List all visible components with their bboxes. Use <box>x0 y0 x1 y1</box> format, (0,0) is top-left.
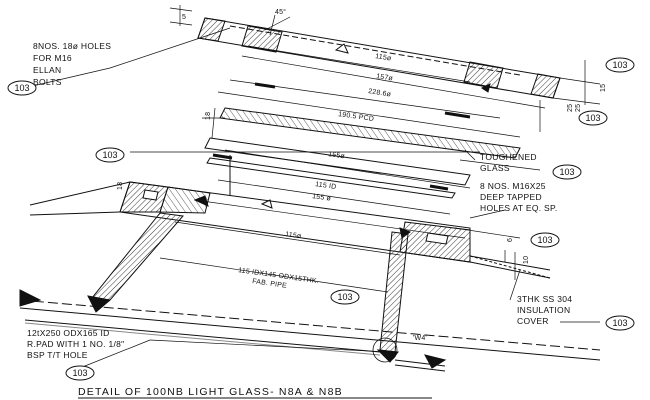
svg-text:103: 103 <box>337 292 352 302</box>
callout-bubble: 103 <box>7 80 37 96</box>
note-pad-3: BSP T/T HOLE <box>27 350 88 360</box>
note-insulation-3: COVER <box>517 316 549 326</box>
dim-18-a: 18 <box>205 112 212 120</box>
note-insulation-2: INSULATION <box>517 305 570 315</box>
callout-bubble: 103 <box>552 164 582 180</box>
dim-155-mid: 155ø <box>328 151 346 160</box>
notes: 8NOS. 18ø HOLES FOR M16 ELLAN BOLTS TOUG… <box>27 41 572 360</box>
drawing-body <box>19 5 601 372</box>
callout-bubble: 103 <box>65 365 95 381</box>
top-flange <box>197 17 561 99</box>
dim-45-degree: 45° <box>275 8 286 16</box>
note-pad-1: 12tX250 ODX165 ID <box>27 328 110 338</box>
note-insulation-1: 3THK SS 304 <box>517 294 572 304</box>
svg-text:103: 103 <box>14 83 29 93</box>
note-glass-2: GLASS <box>480 163 510 173</box>
callout-bubble: 103 <box>605 315 635 331</box>
note-pad-2: R.PAD WITH 1 NO. 1/8" <box>27 339 124 349</box>
note-tapped-3: HOLES AT EQ. SP. <box>480 203 558 213</box>
svg-text:103: 103 <box>537 235 552 245</box>
dim-25-b: 25 <box>575 104 582 112</box>
dim-18-b: 18 <box>117 182 124 190</box>
dim-157: 157ø <box>376 73 394 83</box>
dim-115-top: 115ø <box>375 53 393 63</box>
dimension-labels: 5 45° 115ø 157ø 228.6ø 190.5 PCD 155ø 11… <box>117 8 607 342</box>
note-bolts-1: 8NOS. 18ø HOLES <box>33 41 111 51</box>
callout-bubble: 103 <box>530 232 560 248</box>
dim-pcd: 190.5 PCD <box>338 111 375 123</box>
callout-bubbles: 103 103 103 103 103 103 103 103 103 <box>7 57 635 381</box>
callout-bubble: 103 <box>578 110 608 126</box>
dim-115-low: 115ø <box>285 231 303 240</box>
svg-text:103: 103 <box>612 318 627 328</box>
dim-5: 5 <box>182 14 186 21</box>
nozzle-pipe <box>19 181 601 372</box>
svg-text:103: 103 <box>72 368 87 378</box>
glass-plate <box>204 82 521 199</box>
note-bolts-2: FOR M16 <box>33 53 72 63</box>
callout-bubble: 103 <box>95 147 125 163</box>
callout-bubble: 103 <box>605 57 635 73</box>
dim-15: 15 <box>600 84 607 92</box>
note-tapped-1: 8 NOS. M16X25 <box>480 181 546 191</box>
drawing-title: DETAIL OF 100NB LIGHT GLASS- N8A & N8B <box>78 386 343 398</box>
note-bolts-3: ELLAN <box>33 65 61 75</box>
dim-pipe-2: FAB. PIPE <box>252 278 288 290</box>
dim-155-low: 155 ø <box>312 193 332 203</box>
dim-228: 228.6ø <box>368 88 392 99</box>
svg-text:103: 103 <box>559 167 574 177</box>
dim-6: 6 <box>507 238 514 242</box>
note-bolts-4: BOLTS <box>33 77 62 87</box>
dim-10: 10 <box>523 256 530 264</box>
svg-text:103: 103 <box>585 113 600 123</box>
svg-text:103: 103 <box>102 150 117 160</box>
note-glass-1: TOUGHENED <box>480 152 537 162</box>
note-tapped-2: DEEP TAPPED <box>480 192 542 202</box>
dimension-lines <box>23 5 601 371</box>
dim-25-a: 25 <box>567 104 574 112</box>
svg-text:103: 103 <box>612 60 627 70</box>
callout-bubble: 103 <box>330 289 360 305</box>
weld-label: 'W4' <box>413 335 427 342</box>
dim-115-id: 115 ID <box>315 181 337 191</box>
